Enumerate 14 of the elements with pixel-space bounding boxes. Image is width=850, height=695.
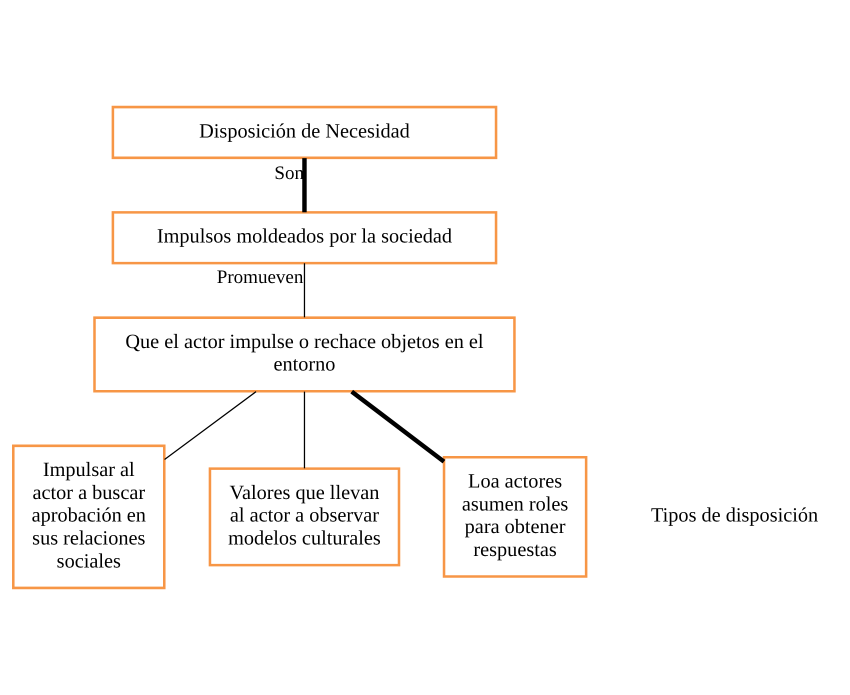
connector bbox=[302, 158, 307, 212]
node-box: Loa actores asumen roles para obtener respuestas bbox=[442, 456, 588, 578]
label: Tipos de disposición bbox=[650, 504, 818, 527]
node-box: Impulsos moldeados por la sociedad bbox=[112, 211, 498, 264]
node-box: Disposición de Necesidad bbox=[112, 106, 498, 160]
node-box: Impulsar al actor a buscar aprobación en sus relaciones sociales bbox=[12, 444, 166, 590]
edge-label: Promueven bbox=[216, 267, 304, 288]
connector bbox=[304, 263, 306, 318]
node-box: Que el actor impulse o rechace objetos en el entorno bbox=[93, 316, 516, 393]
edge-label: Son bbox=[274, 162, 304, 184]
node-box: Valores que llevan al actor a observar modelos culturales bbox=[208, 467, 400, 566]
connector bbox=[350, 390, 446, 464]
connector bbox=[304, 392, 306, 468]
connector bbox=[164, 391, 256, 460]
